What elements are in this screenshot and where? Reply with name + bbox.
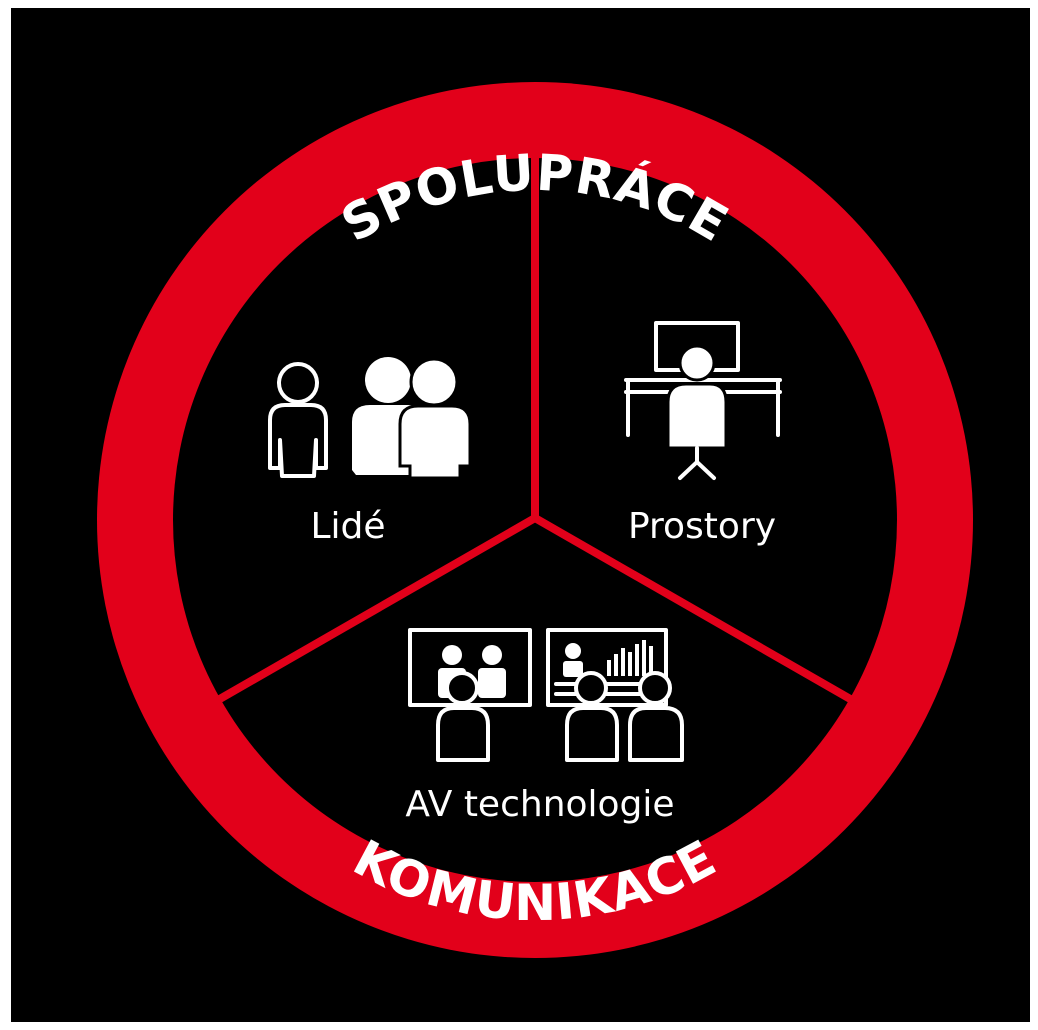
bar-chart-icon [607,640,653,676]
video-conference-icon [408,628,684,762]
people-icon [268,357,472,480]
sector-people: Lidé [268,357,472,547]
sector-label-people: Lidé [310,506,385,547]
sector-av: AV technologie [405,628,684,825]
sector-dividers [216,150,854,704]
divider-left [216,514,537,704]
sector-workspace: Prostory [624,321,782,547]
divider-right [533,514,854,704]
workspace-desk-icon [624,321,782,480]
sector-label-workspace: Prostory [628,506,776,547]
sector-label-av: AV technologie [405,784,674,825]
